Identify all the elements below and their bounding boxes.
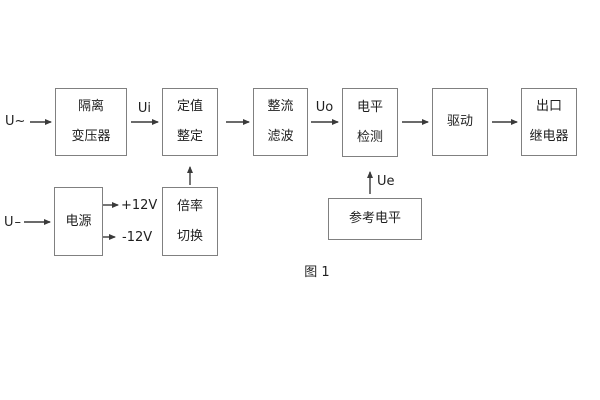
label-rail-pos12: +12V	[121, 198, 158, 213]
block-reference-level: 参考电平	[328, 198, 422, 240]
figure-caption: 图 1	[304, 265, 330, 280]
label-input-dc: U–	[4, 215, 23, 230]
block-rectify-filter: 整流 滤波	[253, 88, 308, 156]
block-label: 隔离	[77, 99, 104, 114]
block-output-relay: 出口 继电器	[521, 88, 577, 156]
block-ratio-switch: 倍率 切换	[162, 187, 218, 256]
block-label: 电源	[65, 213, 92, 229]
label-input-ac: U~	[5, 114, 26, 129]
label-signal-uo: Uo	[315, 100, 334, 115]
block-label: 驱动	[446, 114, 473, 129]
block-drive: 驱动	[432, 88, 488, 156]
block-label: 滤波	[267, 129, 294, 144]
label-signal-ue: Ue	[377, 174, 395, 189]
block-label: 参考电平	[348, 211, 401, 226]
block-label: 检测	[356, 129, 383, 145]
block-label: 整流	[267, 99, 294, 114]
label-signal-ui: Ui	[137, 101, 152, 116]
block-label: 继电器	[529, 129, 569, 144]
block-label: 整定	[176, 129, 203, 144]
block-level-detect: 电平 检测	[342, 88, 398, 157]
block-label: 电平	[356, 99, 383, 115]
block-power-supply: 电源	[54, 187, 103, 256]
block-isolation-transformer: 隔离 变压器	[55, 88, 127, 156]
block-label: 切换	[176, 228, 203, 244]
block-label: 变压器	[71, 129, 111, 144]
block-label: 出口	[535, 99, 562, 114]
block-label: 倍率	[176, 198, 203, 214]
block-setting-adjust: 定值 整定	[162, 88, 218, 156]
label-rail-neg12: -12V	[122, 230, 153, 245]
block-label: 定值	[176, 99, 203, 114]
